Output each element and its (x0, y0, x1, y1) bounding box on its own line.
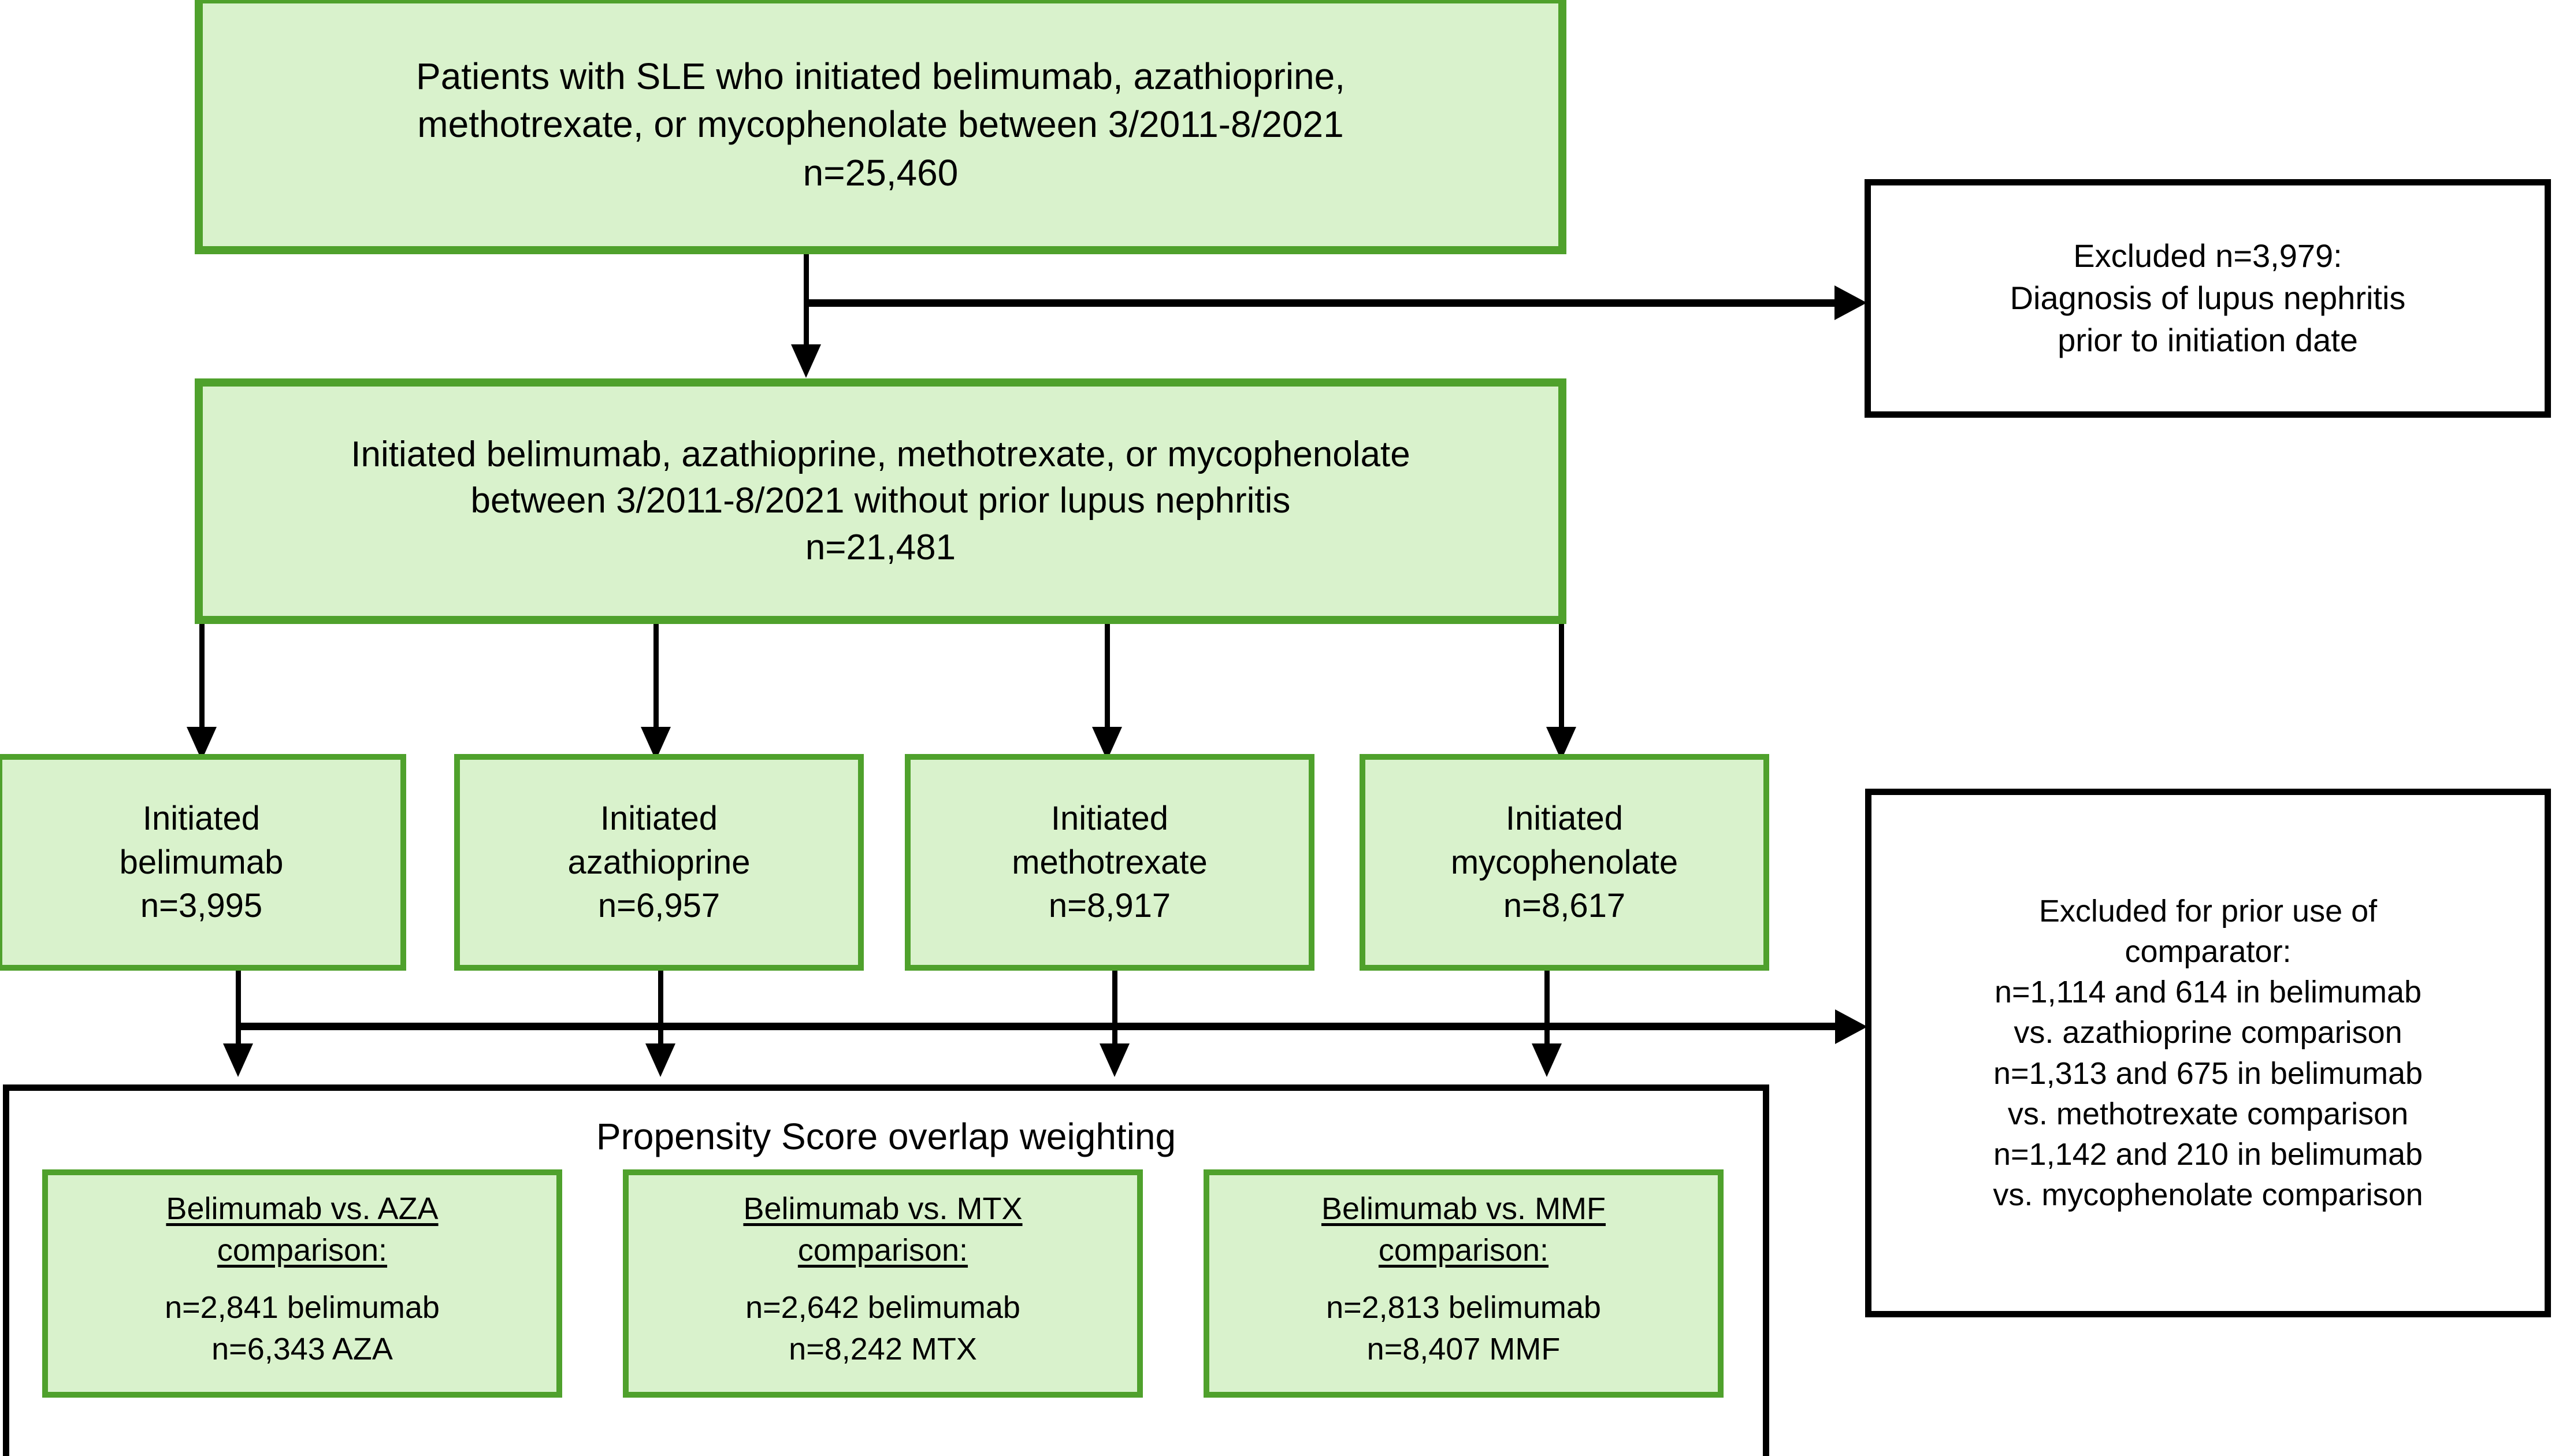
excluded-nephritis-line-1: Excluded n=3,979: (2073, 237, 2342, 274)
excluded-nephritis-line-2: Diagnosis of lupus nephritis (2010, 280, 2406, 317)
initial-cohort-line-2: methotrexate, or mycophenolate between 3… (417, 103, 1344, 146)
arm-mycophenolate-line-1: Initiated (1505, 800, 1624, 838)
comparison-aza-stat-1: n=2,841 belimumab (165, 1290, 440, 1325)
node-arm-belimumab: Initiated belimumab n=3,995 (0, 754, 406, 971)
arm-methotrexate-count: n=8,917 (1048, 887, 1171, 925)
node-comparison-belimumab-aza: Belimumab vs. AZA comparison: n=2,841 be… (42, 1169, 562, 1398)
arrowhead-belimumab-to-propensity (223, 1043, 253, 1077)
connector-cohort2-to-methotrexate (1105, 624, 1110, 729)
node-propensity-score-panel: Propensity Score overlap weighting Belim… (3, 1084, 1769, 1456)
node-excluded-lupus-nephritis: Excluded n=3,979: Diagnosis of lupus nep… (1865, 179, 2551, 418)
connector-methotrexate-to-propensity (1112, 971, 1117, 1046)
comparison-aza-heading-line-2: comparison: (217, 1233, 388, 1268)
excluded-nephritis-line-3: prior to initiation date (2058, 321, 2358, 358)
node-initial-cohort: Patients with SLE who initiated belimuma… (195, 0, 1566, 254)
connector-azathioprine-to-propensity (658, 971, 663, 1046)
initial-cohort-line-1: Patients with SLE who initiated belimuma… (416, 55, 1345, 98)
connector-cohort2-to-mycophenolate (1559, 624, 1564, 729)
node-excluded-prior-comparator: Excluded for prior use of comparator: n=… (1865, 789, 2551, 1317)
node-cohort-without-nephritis: Initiated belimumab, azathioprine, metho… (195, 378, 1566, 624)
arrowhead-methotrexate-to-propensity (1100, 1043, 1130, 1077)
connector-to-excluded-nephritis (804, 299, 1838, 307)
excluded-comparator-line-3: n=1,114 and 614 in belimumab (1994, 975, 2422, 1010)
arm-methotrexate-line-1: Initiated (1050, 800, 1169, 838)
arm-mycophenolate-line-2: mycophenolate (1450, 843, 1678, 881)
comparison-mtx-heading-line-2: comparison: (797, 1233, 968, 1268)
arm-azathioprine-line-1: Initiated (600, 800, 718, 838)
connector-belimumab-to-propensity (236, 971, 241, 1046)
connector-cohort2-to-azathioprine (653, 624, 659, 729)
node-comparison-belimumab-mmf: Belimumab vs. MMF comparison: n=2,813 be… (1204, 1169, 1724, 1398)
comparison-aza-stat-2: n=6,343 AZA (211, 1332, 393, 1367)
node-arm-methotrexate: Initiated methotrexate n=8,917 (905, 754, 1314, 971)
comparison-mmf-heading-line-2: comparison: (1378, 1233, 1549, 1268)
excluded-comparator-line-1: Excluded for prior use of (2038, 893, 2378, 928)
comparison-mmf-stat-2: n=8,407 MMF (1366, 1332, 1561, 1367)
comparison-mtx-heading-line-1: Belimumab vs. MTX (743, 1191, 1023, 1226)
comparison-mmf-heading-line-1: Belimumab vs. MMF (1321, 1191, 1606, 1226)
excluded-comparator-line-2: comparator: (2125, 934, 2292, 969)
cohort2-line-2: between 3/2011-8/2021 without prior lupu… (470, 481, 1291, 521)
arrowhead-azathioprine-to-propensity (645, 1043, 675, 1077)
connector-cohort2-to-belimumab (199, 624, 205, 729)
connector-to-excluded-comparator (236, 1023, 1839, 1030)
arm-mycophenolate-count: n=8,617 (1503, 887, 1626, 925)
comparison-mmf-stat-1: n=2,813 belimumab (1326, 1290, 1601, 1325)
excluded-comparator-line-5: n=1,313 and 675 in belimumab (1993, 1056, 2423, 1091)
arm-belimumab-line-2: belimumab (119, 843, 284, 881)
arm-methotrexate-line-2: methotrexate (1012, 843, 1208, 881)
propensity-score-title: Propensity Score overlap weighting (596, 1116, 1176, 1157)
arm-azathioprine-line-2: azathioprine (567, 843, 751, 881)
excluded-comparator-line-6: vs. methotrexate comparison (2007, 1096, 2409, 1131)
excluded-comparator-line-4: vs. azathioprine comparison (2014, 1015, 2402, 1050)
arrowhead-to-excluded-nephritis (1834, 285, 1867, 320)
connector-mycophenolate-to-propensity (1544, 971, 1550, 1046)
comparison-aza-heading-line-1: Belimumab vs. AZA (166, 1191, 439, 1226)
initial-cohort-line-3: n=25,460 (803, 151, 959, 194)
arrowhead-mycophenolate-to-propensity (1532, 1043, 1562, 1077)
excluded-comparator-line-7: n=1,142 and 210 in belimumab (1993, 1136, 2423, 1172)
arm-belimumab-line-1: Initiated (142, 800, 261, 838)
arm-azathioprine-count: n=6,957 (597, 887, 721, 925)
node-arm-mycophenolate: Initiated mycophenolate n=8,617 (1360, 754, 1769, 971)
cohort2-line-1: Initiated belimumab, azathioprine, metho… (351, 434, 1410, 474)
arrowhead-to-excluded-comparator (1835, 1009, 1867, 1044)
comparison-mtx-stat-1: n=2,642 belimumab (745, 1290, 1020, 1325)
cohort2-line-3: n=21,481 (805, 527, 956, 567)
excluded-comparator-line-8: vs. mycophenolate comparison (1993, 1178, 2423, 1213)
node-comparison-belimumab-mtx: Belimumab vs. MTX comparison: n=2,642 be… (623, 1169, 1143, 1398)
arrowhead-initial-to-cohort2 (791, 344, 821, 378)
arm-belimumab-count: n=3,995 (140, 887, 263, 925)
comparison-mtx-stat-2: n=8,242 MTX (789, 1332, 977, 1367)
node-arm-azathioprine: Initiated azathioprine n=6,957 (454, 754, 864, 971)
